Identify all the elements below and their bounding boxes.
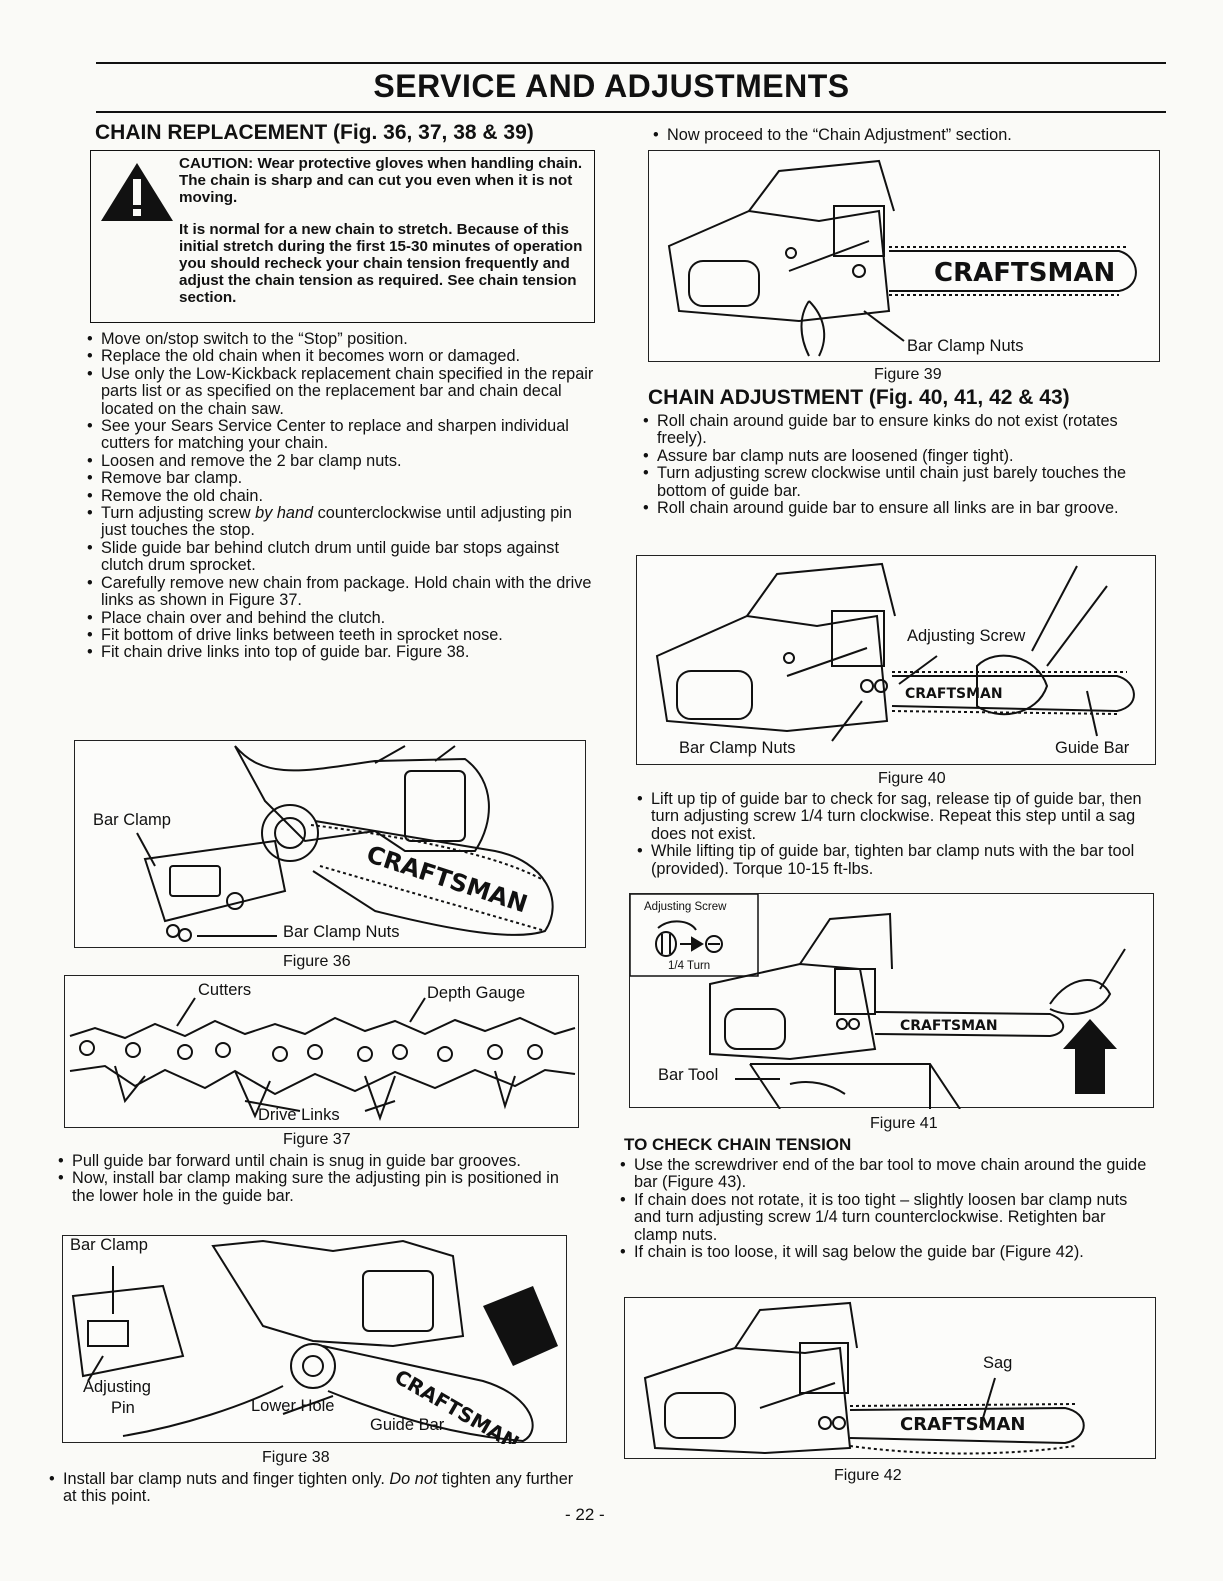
list-item: Remove the old chain. bbox=[84, 487, 594, 506]
list-item: Use only the Low-Kickback replacement ch… bbox=[84, 365, 594, 418]
figure-39: CRAFTSMAN Bar Clamp Nuts bbox=[648, 150, 1160, 362]
list-item: Assure bar clamp nuts are loosened (fing… bbox=[640, 447, 1160, 466]
list-item: Place chain over and behind the clutch. bbox=[84, 609, 594, 628]
label-bar-clamp-nuts: Bar Clamp Nuts bbox=[679, 739, 796, 757]
label-adjusting-screw: Adjusting Screw bbox=[644, 901, 727, 913]
figure-41-caption: Figure 41 bbox=[870, 1115, 938, 1132]
label-bar-tool: Bar Tool bbox=[658, 1066, 719, 1084]
figure-40: CRAFTSMAN Adjusting Screw Bar Clamp Nuts… bbox=[636, 555, 1156, 765]
figure-37: Cutters Depth Gauge Drive Links bbox=[64, 975, 579, 1128]
list-item: See your Sears Service Center to replace… bbox=[84, 417, 594, 453]
figure-36-caption: Figure 36 bbox=[283, 953, 351, 970]
caution-box: CAUTION: Wear protective gloves when han… bbox=[90, 150, 595, 323]
figure-41: CRAFTSMAN Adjusting Screw 1/4 Turn Bar T… bbox=[629, 893, 1154, 1109]
label-adjusting: Adjusting bbox=[83, 1378, 151, 1396]
list-item: Carefully remove new chain from package.… bbox=[84, 574, 594, 610]
list-item: Now proceed to the “Chain Adjustment” se… bbox=[650, 126, 1150, 145]
top-rule bbox=[96, 62, 1166, 64]
label-quarter-turn: 1/4 Turn bbox=[668, 960, 711, 972]
list-item: Turn adjusting screw by hand countercloc… bbox=[84, 504, 594, 540]
figure-38: CRAFTSMAN Bar Clamp Adjusting Pin Lower … bbox=[62, 1235, 567, 1444]
list-item: Replace the old chain when it becomes wo… bbox=[84, 347, 594, 366]
label-depth-gauge: Depth Gauge bbox=[427, 984, 526, 1002]
chainsaw-adjusting-screw-illustration: CRAFTSMAN bbox=[655, 562, 1135, 742]
list-item: Now, install bar clamp making sure the a… bbox=[55, 1170, 580, 1205]
list-item: Loosen and remove the 2 bar clamp nuts. bbox=[84, 452, 594, 471]
caution-text: CAUTION: Wear protective gloves when han… bbox=[179, 155, 583, 206]
replacement-steps-continued: Pull guide bar forward until chain is sn… bbox=[55, 1152, 580, 1205]
page-title: SERVICE AND ADJUSTMENTS bbox=[373, 68, 850, 104]
label-bar-clamp: Bar Clamp bbox=[70, 1236, 148, 1254]
label-bar-clamp-nuts: Bar Clamp Nuts bbox=[283, 923, 400, 941]
warning-icon bbox=[101, 163, 173, 221]
label-cutters: Cutters bbox=[198, 981, 252, 999]
list-item: Use the screwdriver end of the bar tool … bbox=[617, 1156, 1147, 1192]
list-item: Install bar clamp nuts and finger tighte… bbox=[46, 1470, 576, 1506]
replacement-final-step: Install bar clamp nuts and finger tighte… bbox=[46, 1470, 576, 1506]
list-item: Slide guide bar behind clutch drum until… bbox=[84, 539, 594, 575]
chain-replacement-heading: CHAIN REPLACEMENT (Fig. 36, 37, 38 & 39) bbox=[95, 121, 534, 144]
label-bar-clamp-nuts: Bar Clamp Nuts bbox=[907, 337, 1024, 355]
list-item: If chain is too loose, it will sag below… bbox=[617, 1243, 1147, 1262]
craftsman-brand: CRAFTSMAN bbox=[900, 1018, 998, 1034]
label-bar-clamp: Bar Clamp bbox=[93, 811, 171, 829]
figure-42-caption: Figure 42 bbox=[834, 1467, 902, 1484]
list-item: Remove bar clamp. bbox=[84, 469, 594, 488]
figure-39-caption: Figure 39 bbox=[874, 366, 942, 383]
label-guide-bar: Guide Bar bbox=[1055, 739, 1130, 757]
replacement-steps: Move on/stop switch to the “Stop” positi… bbox=[84, 330, 594, 662]
label-lower-hole: Lower Hole bbox=[251, 1397, 335, 1415]
figure-38-caption: Figure 38 bbox=[262, 1449, 330, 1466]
list-item: Pull guide bar forward until chain is sn… bbox=[55, 1152, 580, 1171]
list-item: Fit chain drive links into top of guide … bbox=[84, 643, 594, 662]
chainsaw-sag-illustration: CRAFTSMAN bbox=[643, 1301, 1085, 1455]
check-tension-steps: Use the screwdriver end of the bar tool … bbox=[617, 1156, 1147, 1262]
craftsman-brand: CRAFTSMAN bbox=[900, 1414, 1025, 1435]
saw-chain-illustration bbox=[69, 997, 576, 1121]
label-pin: Pin bbox=[111, 1399, 135, 1417]
craftsman-brand: CRAFTSMAN bbox=[934, 258, 1115, 288]
page-number: - 22 - bbox=[565, 1505, 605, 1524]
figure-42: CRAFTSMAN Sag bbox=[624, 1297, 1156, 1459]
list-item: Lift up tip of guide bar to check for sa… bbox=[634, 790, 1159, 843]
adjustment-steps-continued: Lift up tip of guide bar to check for sa… bbox=[634, 790, 1159, 878]
label-guide-bar: Guide Bar bbox=[370, 1416, 445, 1434]
label-adjusting-screw: Adjusting Screw bbox=[907, 627, 1026, 645]
caution-note: It is normal for a new chain to stretch.… bbox=[179, 221, 583, 306]
list-item: If chain does not rotate, it is too tigh… bbox=[617, 1191, 1147, 1244]
proceed-note: Now proceed to the “Chain Adjustment” se… bbox=[650, 126, 1150, 145]
adjustment-steps: Roll chain around guide bar to ensure ki… bbox=[640, 412, 1160, 518]
chainsaw-bar-clamp-illustration: CRAFTSMAN bbox=[136, 745, 554, 942]
chainsaw-bar-clamp-nuts-illustration: CRAFTSMAN bbox=[667, 159, 1137, 357]
list-item: Move on/stop switch to the “Stop” positi… bbox=[84, 330, 594, 349]
chain-adjustment-heading: CHAIN ADJUSTMENT (Fig. 40, 41, 42 & 43) bbox=[648, 386, 1070, 409]
chainsaw-bar-tool-illustration: CRAFTSMAN bbox=[630, 894, 1126, 1109]
chainsaw-install-clamp-illustration: CRAFTSMAN bbox=[71, 1239, 558, 1444]
title-underline bbox=[96, 111, 1166, 113]
label-sag: Sag bbox=[983, 1354, 1013, 1372]
list-item: Roll chain around guide bar to ensure ki… bbox=[640, 412, 1160, 448]
figure-37-caption: Figure 37 bbox=[283, 1131, 351, 1148]
label-drive-links: Drive Links bbox=[258, 1106, 340, 1124]
check-tension-heading: TO CHECK CHAIN TENSION bbox=[624, 1135, 852, 1154]
figure-36: CRAFTSMAN Bar Clamp Bar Clamp Nuts bbox=[74, 740, 586, 948]
list-item: Fit bottom of drive links between teeth … bbox=[84, 626, 594, 645]
figure-40-caption: Figure 40 bbox=[878, 770, 946, 787]
craftsman-brand: CRAFTSMAN bbox=[905, 686, 1003, 702]
list-item: While lifting tip of guide bar, tighten … bbox=[634, 843, 1159, 878]
list-item: Roll chain around guide bar to ensure al… bbox=[640, 499, 1160, 518]
list-item: Turn adjusting screw clockwise until cha… bbox=[640, 465, 1160, 500]
